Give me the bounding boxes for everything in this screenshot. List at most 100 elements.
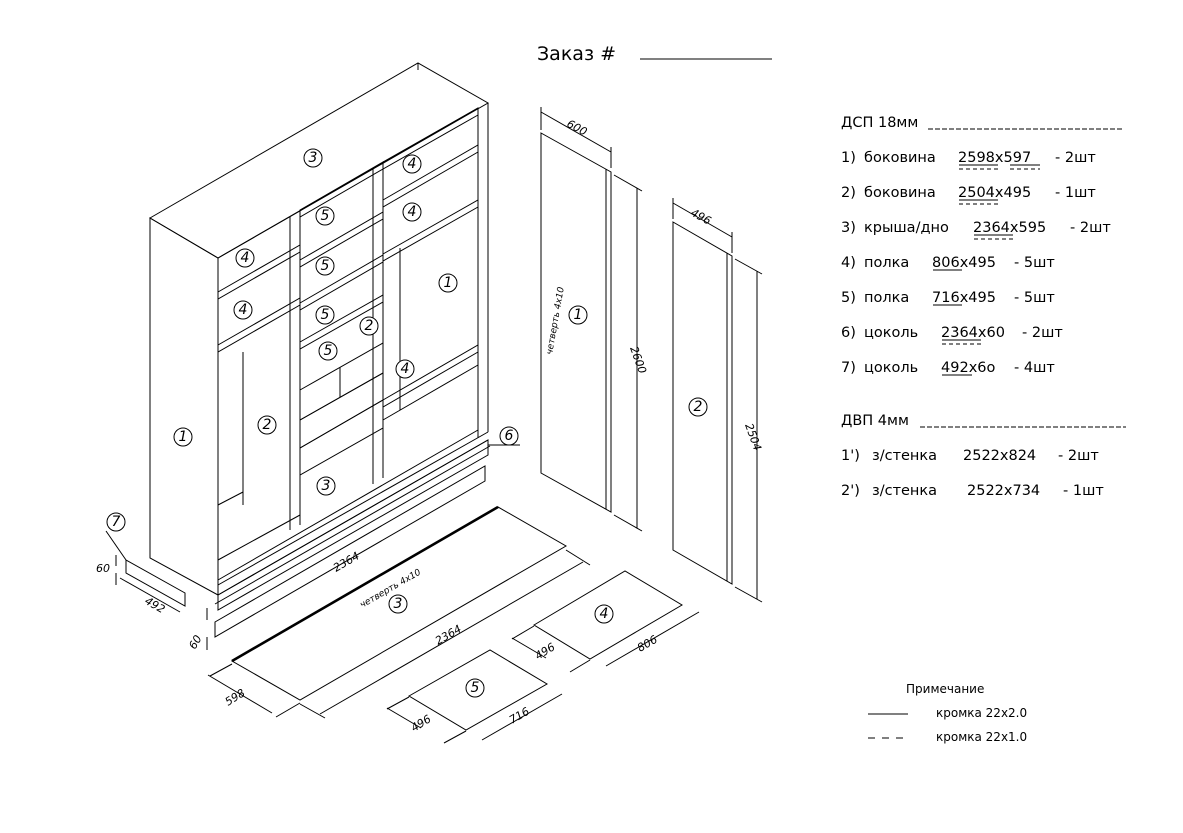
svg-text:1): 1): [841, 150, 856, 166]
wardrobe-callouts: 3 4 5 4 4 5 1 4 5 2 5 4 2 1 6 3: [173, 148, 520, 496]
svg-text:боковина: боковина: [864, 150, 936, 166]
svg-text:цоколь: цоколь: [864, 360, 918, 376]
shelf-5: 496 716 5: [386, 649, 563, 744]
svg-text:- 2шт: - 2шт: [1022, 325, 1063, 341]
svg-text:3: 3: [322, 478, 331, 494]
callout-1: [438, 273, 458, 293]
svg-text:2'): 2'): [841, 483, 860, 499]
svg-text:- 2шт: - 2шт: [1055, 150, 1096, 166]
callout-2: [257, 415, 277, 435]
svg-text:- 5шт: - 5шт: [1014, 255, 1055, 271]
svg-text:7: 7: [112, 514, 121, 530]
svg-text:цоколь: цоколь: [864, 325, 918, 341]
svg-text:2: 2: [365, 318, 374, 334]
wardrobe-left-side: [149, 217, 219, 596]
dim-plinth-length: 2364: [331, 549, 362, 574]
callout-5: [318, 341, 338, 361]
dim-side2-height: 2504: [742, 422, 764, 453]
svg-text:4: 4: [600, 606, 609, 622]
svg-text:4: 4: [401, 361, 410, 377]
svg-text:2364x595: 2364x595: [973, 220, 1046, 236]
legend-solid-label: кромка 22x2.0: [936, 706, 1027, 720]
wardrobe-plinth: [217, 439, 489, 611]
svg-text:6): 6): [841, 325, 856, 341]
svg-text:1: 1: [179, 429, 188, 445]
svg-text:5: 5: [324, 343, 333, 359]
spec-row: 7) цоколь 492x6o - 4шт: [841, 360, 1055, 376]
callout-5: [315, 206, 335, 226]
wardrobe-assembly: [149, 62, 490, 611]
plinth7-panel: 60 492 7: [96, 512, 186, 616]
svg-text:2522x824: 2522x824: [963, 448, 1036, 464]
spec-row: 5) полка 716x495 - 5шт: [841, 290, 1055, 306]
svg-text:2: 2: [694, 399, 703, 415]
callout-4: [395, 359, 415, 379]
spec-list: ДСП 18мм 1) боковина 2598x597 - 2шт 2) б…: [841, 115, 1126, 499]
shelf-4: 496 806 4: [511, 570, 700, 673]
callout-3: [316, 476, 336, 496]
legend: Примечание кромка 22x2.0 кромка 22x1.0: [868, 682, 1027, 744]
side-panel-1: 600 2600 1 четверть 4x10: [540, 107, 649, 532]
svg-text:2): 2): [841, 185, 856, 201]
dim-shelf4-len: 806: [635, 633, 660, 655]
callout-5: [315, 305, 335, 325]
plinth-panel: 2364 60: [186, 445, 491, 652]
dim-top-depth: 598: [223, 686, 248, 708]
svg-text:5: 5: [321, 208, 330, 224]
svg-text:7): 7): [841, 360, 856, 376]
svg-text:- 5шт: - 5шт: [1014, 290, 1055, 306]
svg-text:1: 1: [574, 307, 583, 323]
svg-text:2598x597: 2598x597: [958, 150, 1031, 166]
dim-shelf4-depth: 496: [533, 640, 558, 662]
svg-text:4: 4: [241, 250, 250, 266]
svg-text:5: 5: [471, 680, 480, 696]
svg-text:3): 3): [841, 220, 856, 236]
svg-text:5: 5: [321, 258, 330, 274]
svg-text:4: 4: [408, 156, 417, 172]
svg-text:4): 4): [841, 255, 856, 271]
svg-text:1: 1: [444, 275, 453, 291]
spec-row: 1) боковина 2598x597 - 2шт: [841, 150, 1096, 170]
svg-text:4: 4: [408, 204, 417, 220]
svg-text:- 2шт: - 2шт: [1070, 220, 1111, 236]
svg-text:- 2шт: - 2шт: [1058, 448, 1099, 464]
legend-dashed-label: кромка 22x1.0: [936, 730, 1027, 744]
roof-panel: 2364 598 3 четверть 4x10: [207, 505, 591, 719]
dsp-header: ДСП 18мм: [841, 115, 918, 131]
svg-text:крыша/дно: крыша/дно: [864, 220, 949, 236]
spec-row: 6) цоколь 2364x60 - 2шт: [841, 325, 1063, 345]
svg-text:з/стенка: з/стенка: [872, 483, 937, 499]
dim-plinth7-height: 60: [96, 562, 110, 575]
spec-row: 4) полка 806x495 - 5шт: [841, 255, 1055, 271]
svg-text:2522x734: 2522x734: [967, 483, 1040, 499]
callout-4: [402, 202, 422, 222]
dim-plinth-height: 60: [186, 633, 204, 652]
callout-5: [315, 256, 335, 276]
svg-text:3: 3: [394, 596, 403, 612]
callout-3: [303, 148, 323, 168]
callout-2: [359, 316, 379, 336]
svg-text:806x495: 806x495: [932, 255, 996, 271]
svg-text:492x6o: 492x6o: [941, 360, 996, 376]
svg-text:- 1шт: - 1шт: [1063, 483, 1104, 499]
svg-text:3: 3: [309, 150, 318, 166]
dim-top-length: 2364: [433, 622, 464, 647]
callout-4: [233, 300, 253, 320]
spec-row: 2') з/стенка 2522x734 - 1шт: [841, 483, 1104, 499]
dim-side1-width: 600: [565, 117, 590, 138]
order-title: Заказ #: [537, 43, 616, 65]
callout-4: [402, 154, 422, 174]
svg-text:1'): 1'): [841, 448, 860, 464]
svg-text:4: 4: [239, 302, 248, 318]
callout-1: [173, 427, 193, 447]
legend-title: Примечание: [906, 682, 984, 696]
svg-text:716x495: 716x495: [932, 290, 996, 306]
svg-text:полка: полка: [864, 255, 909, 271]
svg-text:2504x495: 2504x495: [958, 185, 1031, 201]
dim-shelf5-depth: 496: [409, 712, 434, 734]
dvp-header: ДВП 4мм: [841, 413, 909, 429]
groove-note-side: четверть 4x10: [545, 286, 567, 356]
spec-row: 1') з/стенка 2522x824 - 2шт: [841, 448, 1099, 464]
